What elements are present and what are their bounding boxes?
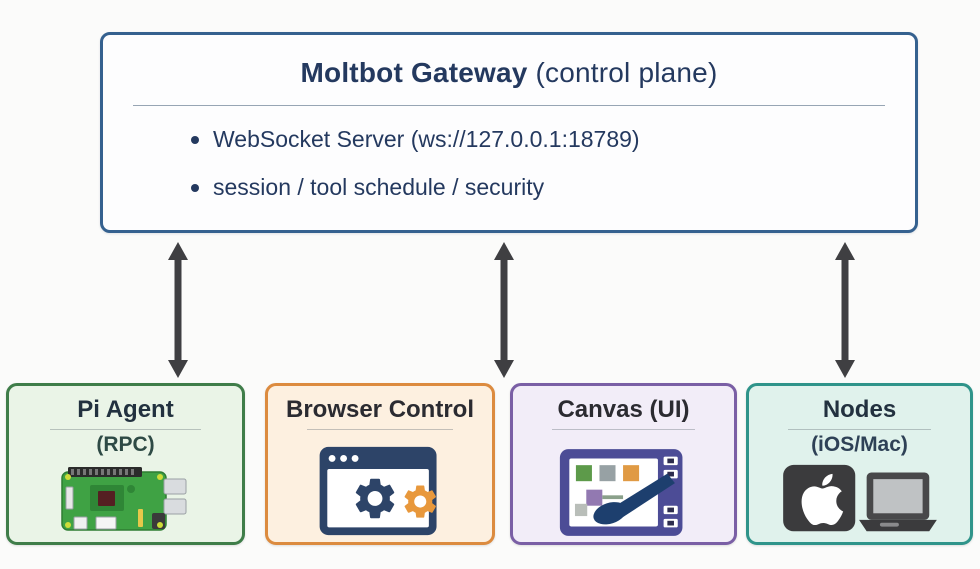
- card-subtitle: (iOS/Mac): [811, 432, 908, 456]
- bullet-dot: [191, 135, 199, 144]
- gateway-box: Moltbot Gateway (control plane) WebSocke…: [100, 32, 918, 233]
- raspberry-pi-icon: [56, 463, 196, 535]
- bullet-dot: [191, 183, 199, 192]
- bullet-text: session / tool schedule / security: [213, 174, 545, 200]
- gateway-title: Moltbot Gateway (control plane): [103, 57, 915, 89]
- double-arrow-icon: [168, 242, 188, 378]
- card-divider: [307, 428, 453, 430]
- bullet-item: session / tool schedule / security: [191, 174, 915, 201]
- card-nodes: Nodes (iOS/Mac): [746, 383, 973, 545]
- card-title: Browser Control: [285, 396, 474, 423]
- card-pi-agent: Pi Agent (RPC): [6, 383, 245, 545]
- card-title: Pi Agent: [77, 396, 174, 423]
- gateway-divider: [133, 105, 885, 106]
- card-subtitle: (RPC): [96, 432, 155, 456]
- double-arrow-icon: [494, 242, 514, 378]
- card-title: Canvas (UI): [557, 396, 690, 423]
- bullet-text: WebSocket Server (ws://127.0.0.1:18789): [213, 126, 640, 152]
- gateway-title-name: Moltbot Gateway: [300, 57, 528, 88]
- gateway-bullet-list: WebSocket Server (ws://127.0.0.1:18789) …: [191, 126, 915, 201]
- double-arrow-icon: [835, 242, 855, 378]
- gateway-title-suffix-text: (control plane): [535, 57, 718, 88]
- canvas-brush-icon: [558, 445, 690, 540]
- card-divider: [49, 428, 202, 430]
- card-title: Nodes: [822, 396, 897, 423]
- card-browser-control: Browser Control: [265, 383, 495, 545]
- card-divider: [787, 428, 932, 430]
- apple-laptop-icon: [779, 463, 941, 537]
- card-divider: [551, 428, 696, 430]
- card-canvas-ui: Canvas (UI): [510, 383, 737, 545]
- browser-gears-icon: [317, 445, 443, 537]
- bullet-item: WebSocket Server (ws://127.0.0.1:18789): [191, 126, 915, 153]
